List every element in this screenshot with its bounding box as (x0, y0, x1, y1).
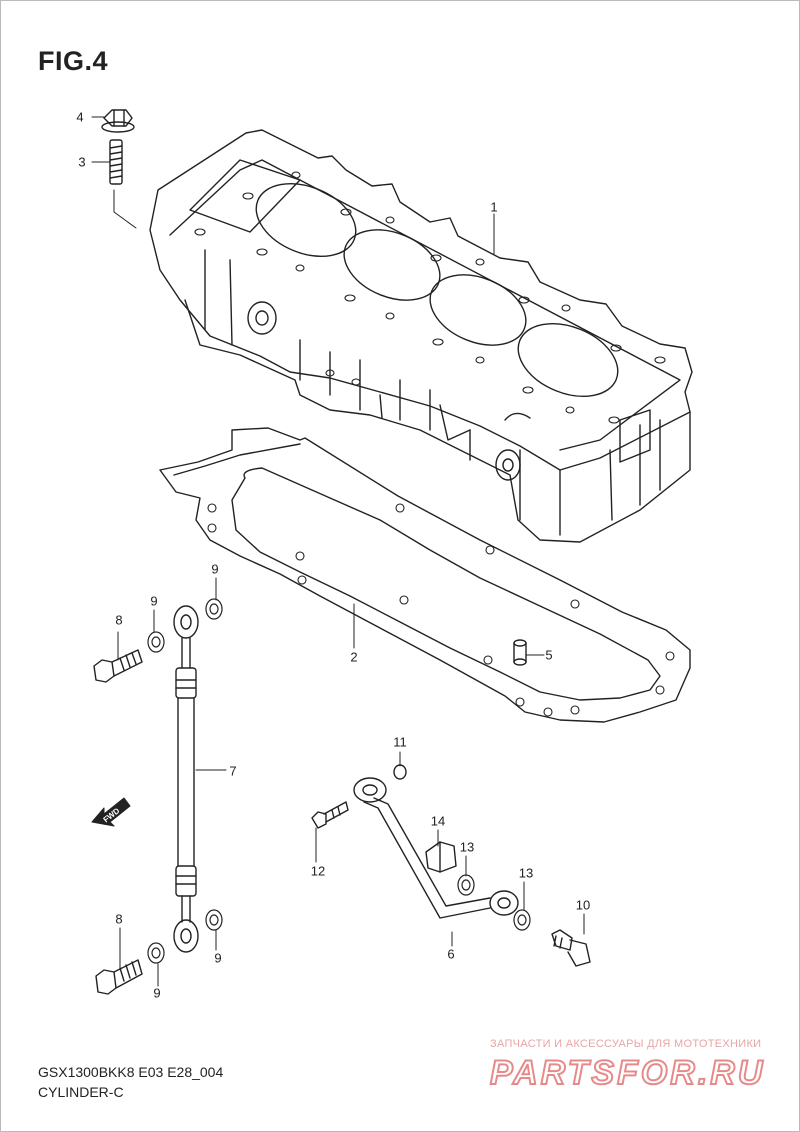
callout-8-upper: 8 (115, 612, 123, 628)
oil-pipe (353, 777, 519, 919)
o-ring-11 (393, 764, 407, 780)
dowel-pin (513, 639, 527, 666)
figure-title: FIG.4 (38, 46, 109, 76)
callout-9-a: 9 (150, 593, 158, 609)
callout-9-d: 9 (153, 985, 161, 1001)
gasket-washers (147, 598, 223, 964)
callout-6: 6 (447, 946, 455, 962)
callout-10: 10 (575, 897, 591, 913)
union-bolt-lower (95, 959, 143, 995)
watermark-logo-text: PARTSFOR.RU (490, 1054, 765, 1092)
leader-lines (91, 116, 585, 987)
stud-bolt (109, 139, 123, 185)
watermark-tagline: ЗАПЧАСТИ И АКСЕССУАРЫ ДЛЯ МОТОТЕХНИКИ (490, 1038, 762, 1050)
bolt-12 (311, 801, 349, 829)
model-code: GSX1300BKK8 E03 E28_004 (38, 1064, 224, 1080)
callout-8-lower: 8 (115, 911, 123, 927)
callout-1: 1 (490, 199, 498, 215)
callout-5: 5 (545, 647, 553, 663)
callout-9-b: 9 (211, 561, 219, 577)
base-gasket (159, 427, 691, 723)
callout-2: 2 (350, 649, 358, 665)
callout-9-c: 9 (214, 950, 222, 966)
section-name: CYLINDER-C (38, 1084, 124, 1100)
watermark-logo: PARTSFOR.RU (489, 1053, 765, 1093)
callout-12: 12 (310, 863, 326, 879)
callout-7: 7 (229, 763, 237, 779)
fwd-arrow: FWD (91, 797, 131, 827)
callout-14: 14 (430, 813, 446, 829)
cylinder-block (149, 129, 693, 543)
callout-13-b: 13 (518, 865, 534, 881)
oil-hose (173, 605, 199, 953)
callout-3: 3 (78, 154, 86, 170)
callout-11: 11 (393, 734, 407, 750)
union-bolt-upper (93, 649, 143, 683)
cushion-14 (425, 841, 457, 873)
flange-nut (101, 109, 135, 133)
callout-13-a: 13 (459, 839, 475, 855)
callout-4: 4 (76, 109, 84, 125)
union-bolt-10 (551, 929, 591, 967)
